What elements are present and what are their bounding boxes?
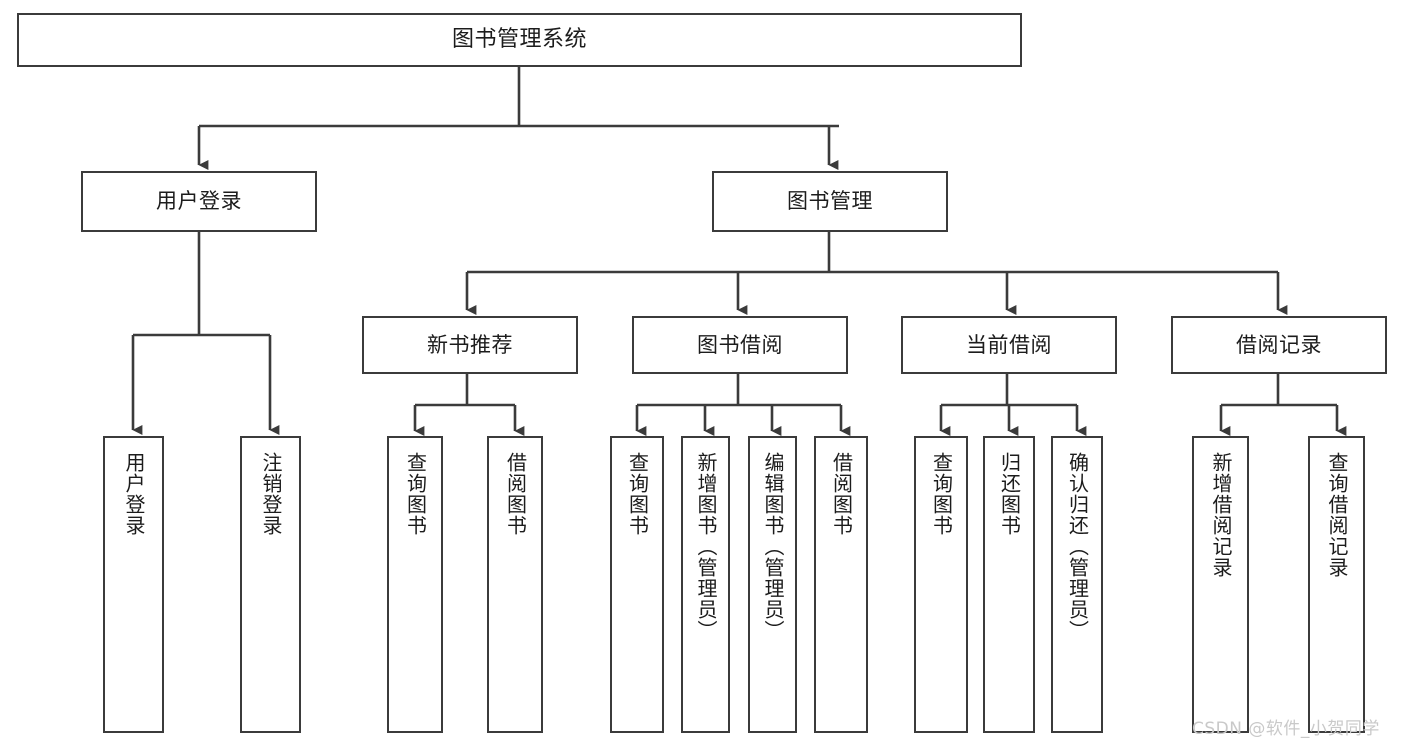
node-label: 归还图书 [997, 452, 1022, 536]
csdn-watermark: CSDN @软件_小贺同学 [1192, 719, 1380, 739]
node-label: 用户登录 [156, 189, 242, 214]
node-label: 用户登录 [122, 452, 146, 536]
leaf-borrow-add-book[interactable]: 新增图书（管理员） [681, 436, 730, 733]
node-label: 新增借阅记录 [1209, 452, 1233, 578]
leaf-record-query-record[interactable]: 查询借阅记录 [1308, 436, 1365, 733]
leaf-recommend-query-book[interactable]: 查询图书 [387, 436, 443, 733]
node-label: 注销登录 [259, 452, 283, 536]
node-label: 当前借阅 [966, 332, 1052, 357]
leaf-current-return-book[interactable]: 归还图书 [983, 436, 1035, 733]
leaf-current-query-book[interactable]: 查询图书 [914, 436, 968, 733]
node-label: 查询借阅记录 [1325, 452, 1349, 578]
node-label: 新增图书（管理员） [694, 452, 718, 641]
node-root-system[interactable]: 图书管理系统 [17, 13, 1022, 67]
node-label: 查询图书 [929, 452, 954, 536]
node-label: 图书管理 [787, 189, 873, 214]
leaf-borrow-edit-book[interactable]: 编辑图书（管理员） [748, 436, 797, 733]
node-label: 查询图书 [625, 452, 650, 536]
node-book-management[interactable]: 图书管理 [712, 171, 948, 232]
leaf-user-login-login[interactable]: 用户登录 [103, 436, 164, 733]
node-label: 查询图书 [403, 452, 428, 536]
leaf-user-login-logout[interactable]: 注销登录 [240, 436, 301, 733]
node-current-borrow[interactable]: 当前借阅 [901, 316, 1117, 374]
leaf-recommend-borrow-book[interactable]: 借阅图书 [487, 436, 543, 733]
node-borrow-record[interactable]: 借阅记录 [1171, 316, 1387, 374]
node-label: 图书管理系统 [451, 27, 587, 53]
node-label: 新书推荐 [427, 332, 513, 357]
node-label: 借阅记录 [1236, 332, 1322, 357]
node-label: 图书借阅 [697, 332, 783, 357]
node-label: 借阅图书 [503, 452, 528, 536]
leaf-borrow-query-book[interactable]: 查询图书 [610, 436, 664, 733]
leaf-borrow-borrow-book[interactable]: 借阅图书 [814, 436, 868, 733]
node-label: 确认归还（管理员） [1065, 452, 1090, 641]
node-new-book-recommend[interactable]: 新书推荐 [362, 316, 578, 374]
leaf-record-add-record[interactable]: 新增借阅记录 [1192, 436, 1249, 733]
node-label: 编辑图书（管理员） [761, 452, 785, 641]
leaf-current-confirm-return[interactable]: 确认归还（管理员） [1051, 436, 1103, 733]
node-label: 借阅图书 [829, 452, 854, 536]
node-user-login[interactable]: 用户登录 [81, 171, 317, 232]
node-book-borrow[interactable]: 图书借阅 [632, 316, 848, 374]
